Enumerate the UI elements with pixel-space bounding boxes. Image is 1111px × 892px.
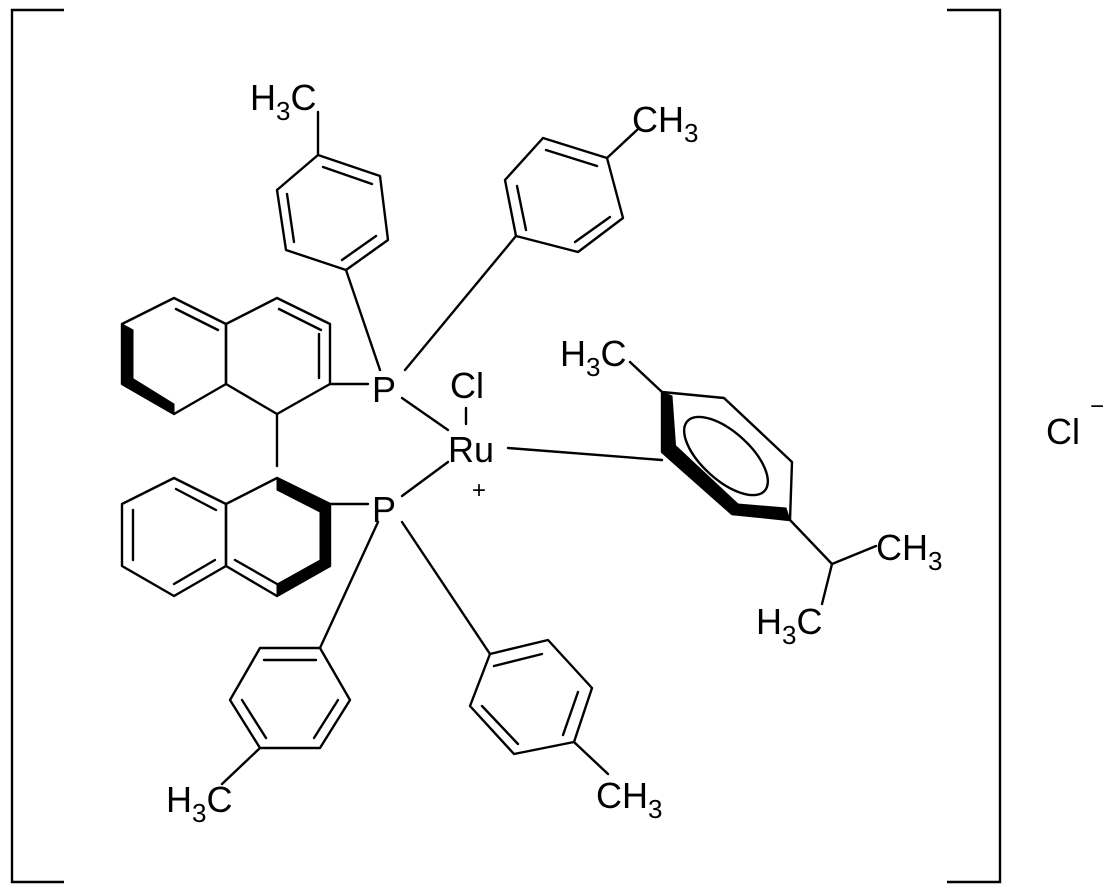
phosphorus-upper-label: P [372,369,396,410]
counterion-label: Cl [1046,411,1080,452]
lower-naphthalene [120,476,370,598]
methyl-upper-right-label: CH3 [632,99,698,148]
ruthenium-label: Ru [448,429,494,470]
metal-bonds [400,396,664,498]
ruthenium-charge: + [472,477,486,504]
methyl-lower-right-label: CH3 [596,775,662,824]
methyl-isopropyl-left-label: H3C [756,601,822,650]
upper-right-tolyl-ring [403,128,639,372]
lower-right-tolyl-ring [400,520,610,776]
chloride-ligand-label: Cl [450,365,484,406]
p-cymene-ring [628,360,878,606]
methyl-cymene-label: H3C [560,333,626,382]
methyl-upper-left-label: H3C [250,77,316,126]
upper-naphthalene [120,296,370,468]
methyl-isopropyl-right-label: CH3 [876,527,942,576]
upper-left-tolyl-ring [275,110,390,372]
complex-bracket-right [947,8,1002,884]
atom-labels: P P Cl Ru + Cl − H3C CH3 H3C CH3 H3C H3C [166,77,1104,828]
counterion-charge: − [1090,393,1104,420]
phosphorus-lower-label: P [372,489,396,530]
lower-left-tolyl-ring [220,520,380,786]
methyl-lower-left-label: H3C [166,779,232,828]
complex-bracket-left [10,8,64,884]
